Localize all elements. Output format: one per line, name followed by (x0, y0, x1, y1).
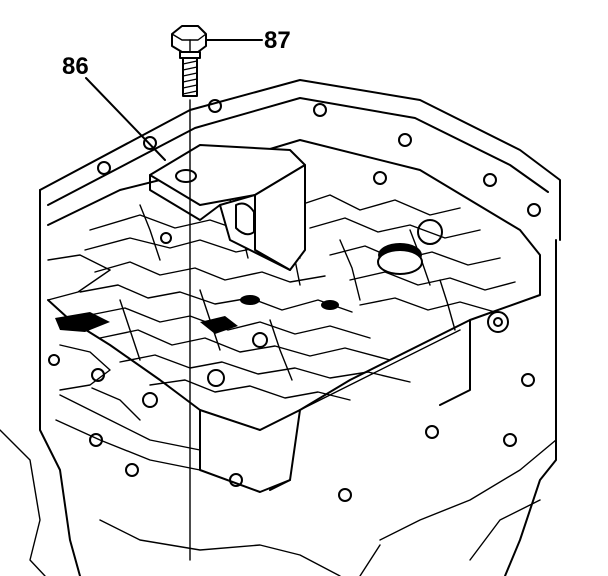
transmission-case (0, 79, 561, 576)
callout-86: 86 (62, 53, 89, 80)
fluid-channels (59, 194, 516, 421)
case-bolt-holes (48, 99, 541, 502)
solid-areas (55, 171, 443, 408)
bolt (171, 25, 207, 97)
bracket (149, 144, 306, 271)
leader-line-86 (85, 77, 166, 161)
callout-87: 87 (264, 27, 291, 54)
